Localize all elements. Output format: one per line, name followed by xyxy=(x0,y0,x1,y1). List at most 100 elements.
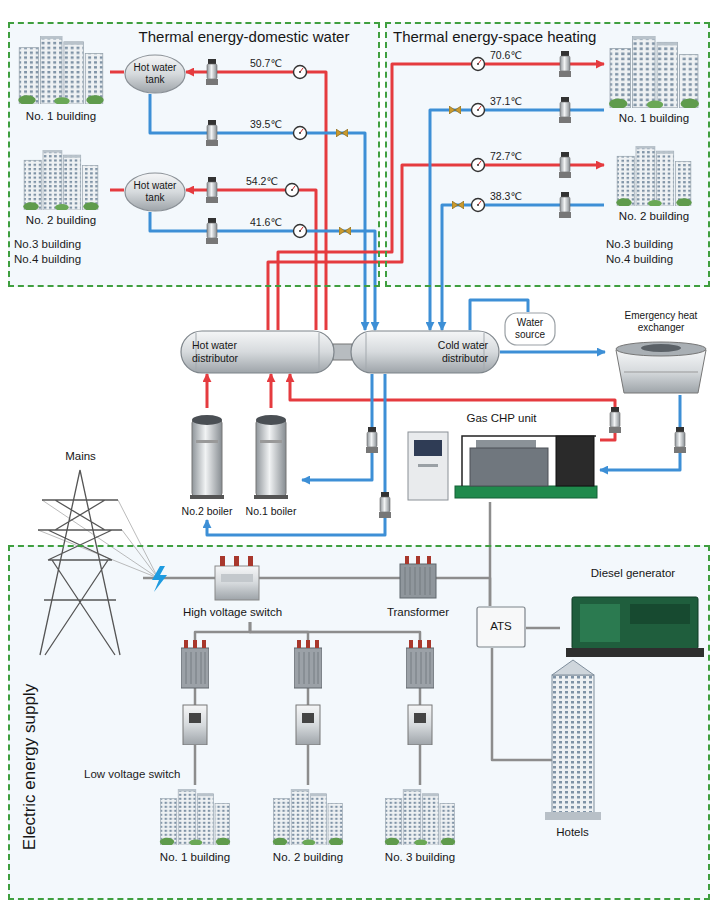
pipe-connector xyxy=(110,189,124,192)
node-label: No. 1 building xyxy=(26,110,96,124)
building-picture: No. 1 building xyxy=(145,785,245,867)
temperature-reading: 50.7℃ xyxy=(250,57,282,70)
hotel-icon xyxy=(535,660,601,820)
node-label: Hot water tank xyxy=(128,62,182,86)
pump-symbol xyxy=(206,59,218,85)
gauge-symbol xyxy=(472,159,485,172)
node-label: Gas CHP unit xyxy=(466,412,536,426)
equipment-picture: Mains xyxy=(18,448,143,660)
hot-water-tank: Hot water tank xyxy=(124,54,186,94)
tank-outline xyxy=(125,173,185,211)
transformer-icon xyxy=(378,556,458,598)
cylinder-seam xyxy=(366,333,367,371)
part-label: No.4 building xyxy=(14,253,81,267)
pump-symbol xyxy=(206,218,218,244)
cylinder-outline xyxy=(351,331,499,373)
pipe-connector xyxy=(278,64,604,330)
pipe-connector xyxy=(302,374,372,480)
gauge-symbol xyxy=(472,104,485,117)
building-icon xyxy=(23,150,98,211)
node-label: Mains xyxy=(65,450,96,464)
gauge-symbol xyxy=(294,127,307,140)
valve-symbol xyxy=(449,106,461,114)
pipe-connector xyxy=(500,351,605,354)
hot-water-tank: Hot water tank xyxy=(124,172,186,212)
pipe-connector xyxy=(206,374,209,408)
temperature-reading: 37.1℃ xyxy=(490,95,522,108)
node-label: High voltage switch xyxy=(183,606,282,620)
power-line xyxy=(250,622,420,785)
cylinder-seam xyxy=(319,333,320,371)
building-icon xyxy=(609,36,699,109)
diesel-generator-icon xyxy=(566,597,704,657)
pipe-connector xyxy=(110,71,124,74)
building-picture: No. 2 building xyxy=(604,142,704,226)
equipment-picture: Hotels xyxy=(535,652,610,842)
valve-symbol xyxy=(339,227,351,235)
high-voltage-switch-icon xyxy=(170,556,295,600)
building-picture: No. 1 building xyxy=(12,34,110,126)
power-line xyxy=(295,577,378,580)
equipment-picture: Transformer xyxy=(378,552,458,622)
equipment-picture: No.2 boiler xyxy=(176,408,238,520)
region-ground xyxy=(385,22,710,287)
node-label: No. 2 building xyxy=(273,851,343,865)
part-label: No.3 building xyxy=(14,238,81,252)
pump-symbol xyxy=(206,177,218,203)
temperature-reading: 41.6℃ xyxy=(250,216,282,229)
region-heading: Thermal energy-domestic water xyxy=(139,28,350,46)
node-label: Hot water distributor xyxy=(192,339,264,364)
node-label: Hotels xyxy=(556,826,589,840)
building-picture: No. 2 building xyxy=(258,785,358,867)
region-heading: Thermal energy-space heating xyxy=(393,28,596,46)
building-picture: No. 1 building xyxy=(604,34,704,128)
node-label: Emergency heat exchanger xyxy=(605,310,717,334)
pipe-connector xyxy=(186,72,326,330)
cylinder-outline xyxy=(181,331,334,373)
power-line xyxy=(492,648,535,760)
temperature-reading: 38.3℃ xyxy=(490,190,522,203)
gauge-symbol xyxy=(472,58,485,71)
pump-symbol xyxy=(674,427,686,453)
temperature-reading: 72.7℃ xyxy=(490,150,522,163)
node-label: Hot water tank xyxy=(128,180,182,204)
boiler-icon xyxy=(254,415,288,499)
pump-symbol xyxy=(379,492,391,518)
pipe-connector xyxy=(207,374,385,535)
water-source-box: Water source xyxy=(504,312,556,346)
building-icon xyxy=(273,789,343,846)
equipment-picture: Emergency heat exchanger xyxy=(605,308,717,395)
low-voltage-switch-icon xyxy=(406,640,434,745)
pump-symbol xyxy=(559,51,571,77)
pipe-connector xyxy=(290,374,615,440)
power-line xyxy=(489,502,492,606)
node-label: No.2 boiler xyxy=(182,505,233,518)
power-line xyxy=(526,627,560,630)
pipe-connector xyxy=(600,395,680,470)
pump-symbol xyxy=(609,407,621,433)
building-icon xyxy=(616,146,691,207)
node-label: Transformer xyxy=(387,606,449,620)
region-ground xyxy=(8,22,380,287)
low-voltage-switch-icon xyxy=(181,640,209,745)
distributor-flange xyxy=(333,344,352,360)
temperature-reading: 39.5℃ xyxy=(250,118,282,131)
building-icon xyxy=(385,789,455,846)
system-region: Electric energy supply High voltage switc… xyxy=(8,545,710,900)
temperature-reading: 70.6℃ xyxy=(490,49,522,62)
pump-symbol xyxy=(559,152,571,178)
region-ground xyxy=(8,545,710,900)
pipe-connector xyxy=(150,94,365,330)
node-label: No. 1 building xyxy=(160,851,230,865)
node-label: ATS xyxy=(490,620,512,634)
node-label: Water source xyxy=(507,317,553,341)
node-label: Cold water distributor xyxy=(416,339,488,364)
node-label: Diesel generator xyxy=(591,567,675,581)
part-label: Low voltage switch xyxy=(84,768,181,782)
water-distributor: Cold water distributor xyxy=(350,330,500,374)
low-voltage-switch-icon xyxy=(294,640,322,745)
gauge-symbol xyxy=(294,66,307,79)
ats-cabinet: ATS xyxy=(476,606,526,648)
region-heading: Electric energy supply xyxy=(20,684,40,850)
